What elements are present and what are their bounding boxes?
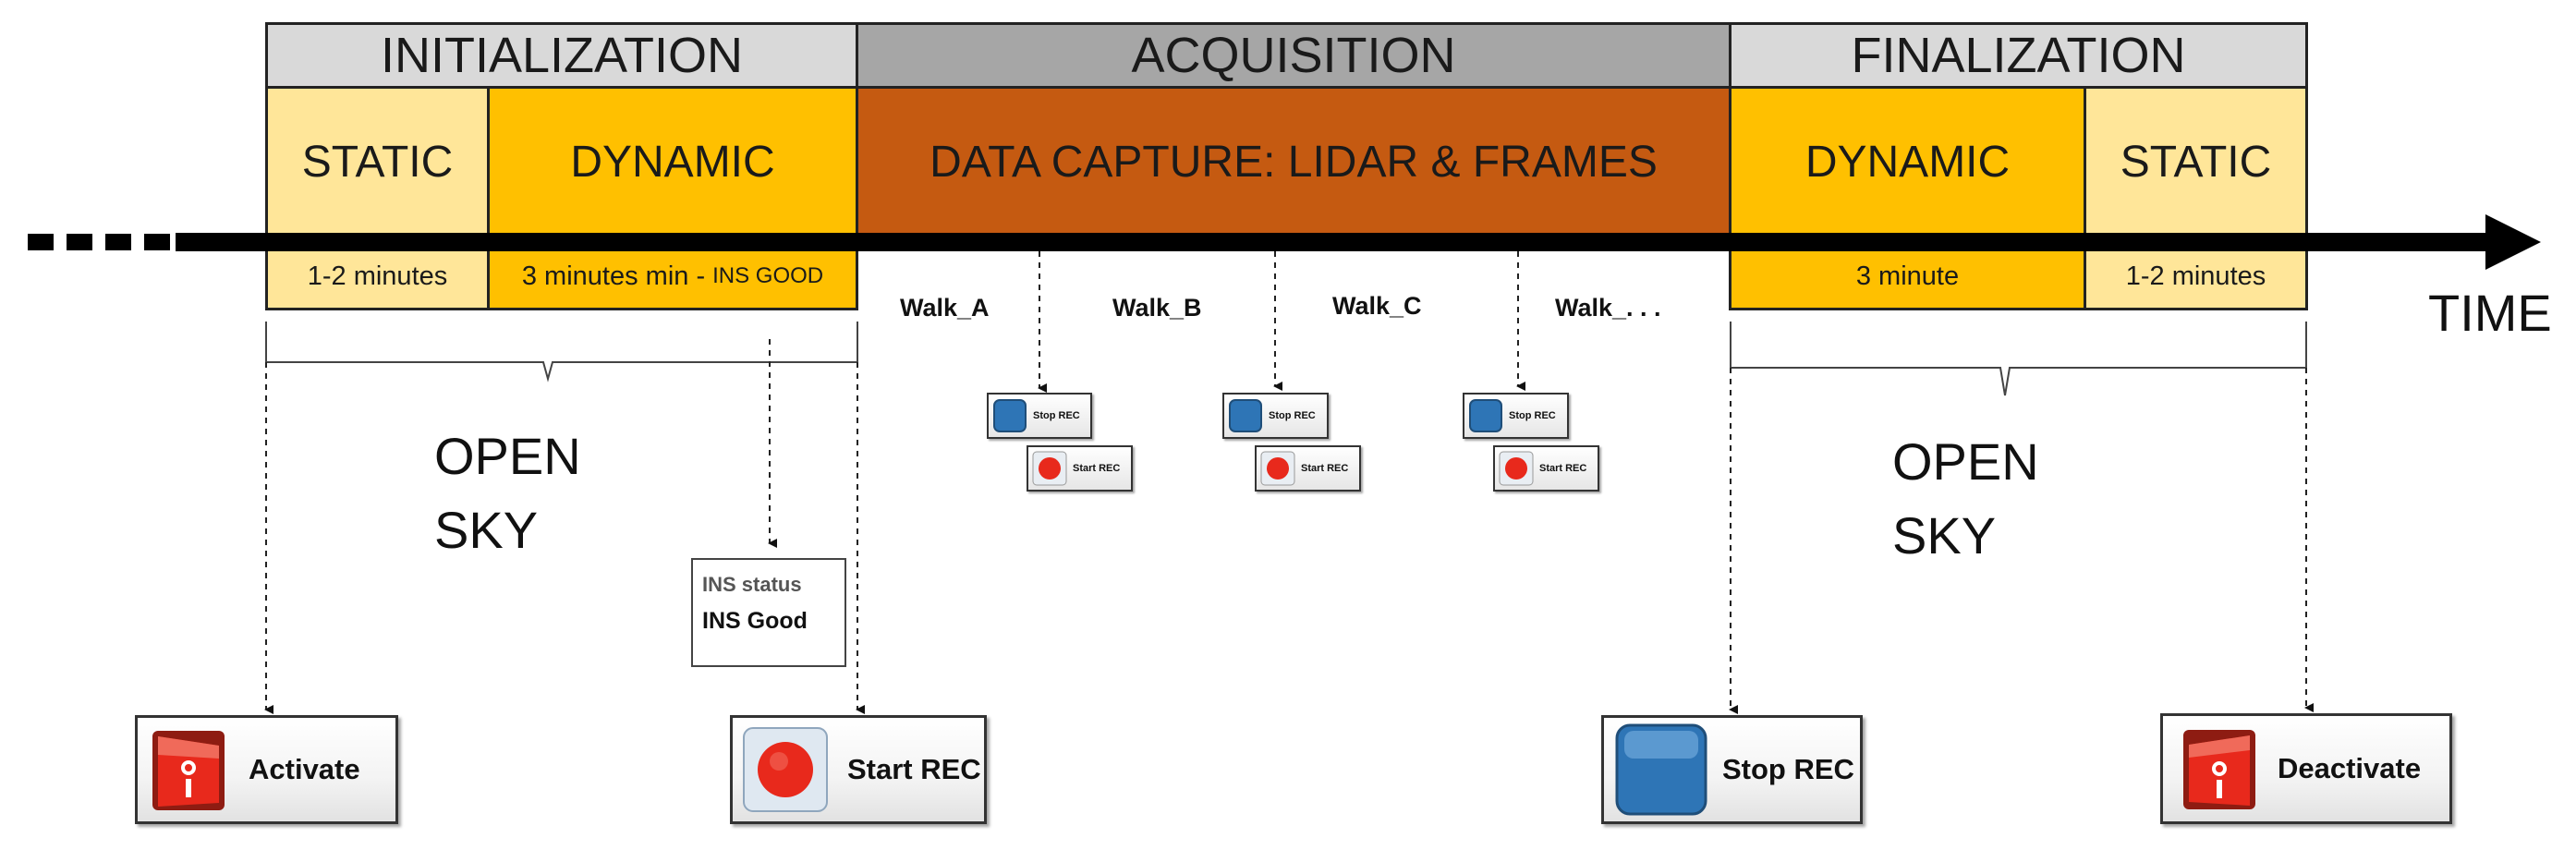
power-switch-icon (152, 731, 225, 810)
subphase-final-static-label: STATIC (2120, 138, 2272, 187)
brace-right (1730, 322, 2307, 396)
open-sky-right-line1: OPEN (1892, 432, 2039, 491)
mini-stop-rec-button-a[interactable]: Stop REC (987, 393, 1092, 439)
subphase-final-dynamic-label: DYNAMIC (1804, 138, 2011, 187)
stop-rec-button[interactable]: Stop REC (1601, 715, 1863, 824)
subphase-data-capture: DATA CAPTURE: LIDAR & FRAMES (856, 86, 1732, 238)
mini-stop-rec-label: Stop REC (1269, 410, 1316, 421)
duration-init-static-label: 1-2 minutes (307, 261, 448, 291)
deactivate-label: Deactivate (2278, 752, 2422, 784)
record-icon (1260, 451, 1295, 486)
open-sky-left-line2: SKY (434, 501, 539, 559)
activate-button[interactable]: Activate (135, 715, 398, 824)
subphase-data-capture-label: DATA CAPTURE: LIDAR & FRAMES (930, 138, 1658, 187)
duration-final-static-label: 1-2 minutes (2125, 261, 2266, 291)
walk-label-more: Walk_. . . (1555, 294, 1661, 322)
duration-init-dynamic-note: INS GOOD (712, 263, 824, 288)
stop-rec-label: Stop REC (1722, 753, 1854, 785)
mini-stop-rec-label: Stop REC (1509, 410, 1556, 421)
subphase-init-static-label: STATIC (301, 138, 454, 187)
duration-final-dynamic-label: 3 minute (1855, 261, 1960, 291)
phase-finalization: FINALIZATION (1729, 22, 2308, 89)
open-sky-right: OPEN SKY (1892, 425, 2039, 573)
phase-initialization-label: INITIALIZATION (380, 28, 744, 83)
duration-init-dynamic-label: 3 minutes min - (521, 261, 706, 291)
stop-icon (1469, 399, 1502, 432)
record-icon (1032, 451, 1067, 486)
mini-start-rec-button-c[interactable]: Start REC (1493, 445, 1599, 492)
timeline-arrowhead (2485, 214, 2541, 270)
mini-start-rec-button-b[interactable]: Start REC (1255, 445, 1361, 492)
walk-label-c: Walk_C (1332, 292, 1422, 320)
subphase-init-dynamic-label: DYNAMIC (570, 138, 775, 187)
subphase-init-static: STATIC (265, 86, 490, 238)
ins-status-title: INS status (702, 573, 802, 596)
subphase-final-static: STATIC (2084, 86, 2308, 238)
start-rec-label: Start REC (847, 753, 981, 785)
walk-label-a: Walk_A (900, 294, 990, 322)
time-axis-label: TIME (2428, 284, 2552, 342)
open-sky-left: OPEN SKY (434, 419, 581, 567)
ins-status-panel: INS status INS Good (691, 558, 846, 667)
mini-start-rec-button-a[interactable]: Start REC (1027, 445, 1133, 492)
start-rec-button[interactable]: Start REC (730, 715, 987, 824)
duration-init-static: 1-2 minutes (265, 242, 490, 310)
open-sky-left-line1: OPEN (434, 427, 581, 485)
record-icon (1499, 451, 1534, 486)
duration-final-static: 1-2 minutes (2084, 242, 2308, 310)
mini-start-rec-label: Start REC (1073, 463, 1121, 474)
subphase-init-dynamic: DYNAMIC (487, 86, 858, 238)
deactivate-button[interactable]: Deactivate (2160, 713, 2452, 824)
duration-init-dynamic: 3 minutes min - INS GOOD (487, 242, 858, 310)
mini-start-rec-label: Start REC (1301, 463, 1349, 474)
mini-stop-rec-label: Stop REC (1033, 410, 1080, 421)
subphase-final-dynamic: DYNAMIC (1729, 86, 2086, 238)
stop-icon (1229, 399, 1262, 432)
timeline-axis (28, 233, 2495, 251)
phase-finalization-label: FINALIZATION (1851, 28, 2186, 83)
stop-icon (1615, 723, 1707, 816)
phase-acquisition-label: ACQUISITION (1131, 28, 1456, 83)
walk-label-b: Walk_B (1112, 294, 1202, 322)
power-switch-icon (2183, 730, 2255, 809)
phase-initialization: INITIALIZATION (265, 22, 858, 89)
record-icon (743, 727, 828, 812)
ins-status-value: INS Good (702, 608, 808, 634)
stop-icon (993, 399, 1027, 432)
mini-stop-rec-button-c[interactable]: Stop REC (1463, 393, 1569, 439)
mini-stop-rec-button-b[interactable]: Stop REC (1222, 393, 1329, 439)
open-sky-right-line2: SKY (1892, 506, 1997, 565)
activate-label: Activate (249, 753, 360, 785)
mini-start-rec-label: Start REC (1539, 463, 1587, 474)
duration-final-dynamic: 3 minute (1729, 242, 2086, 310)
